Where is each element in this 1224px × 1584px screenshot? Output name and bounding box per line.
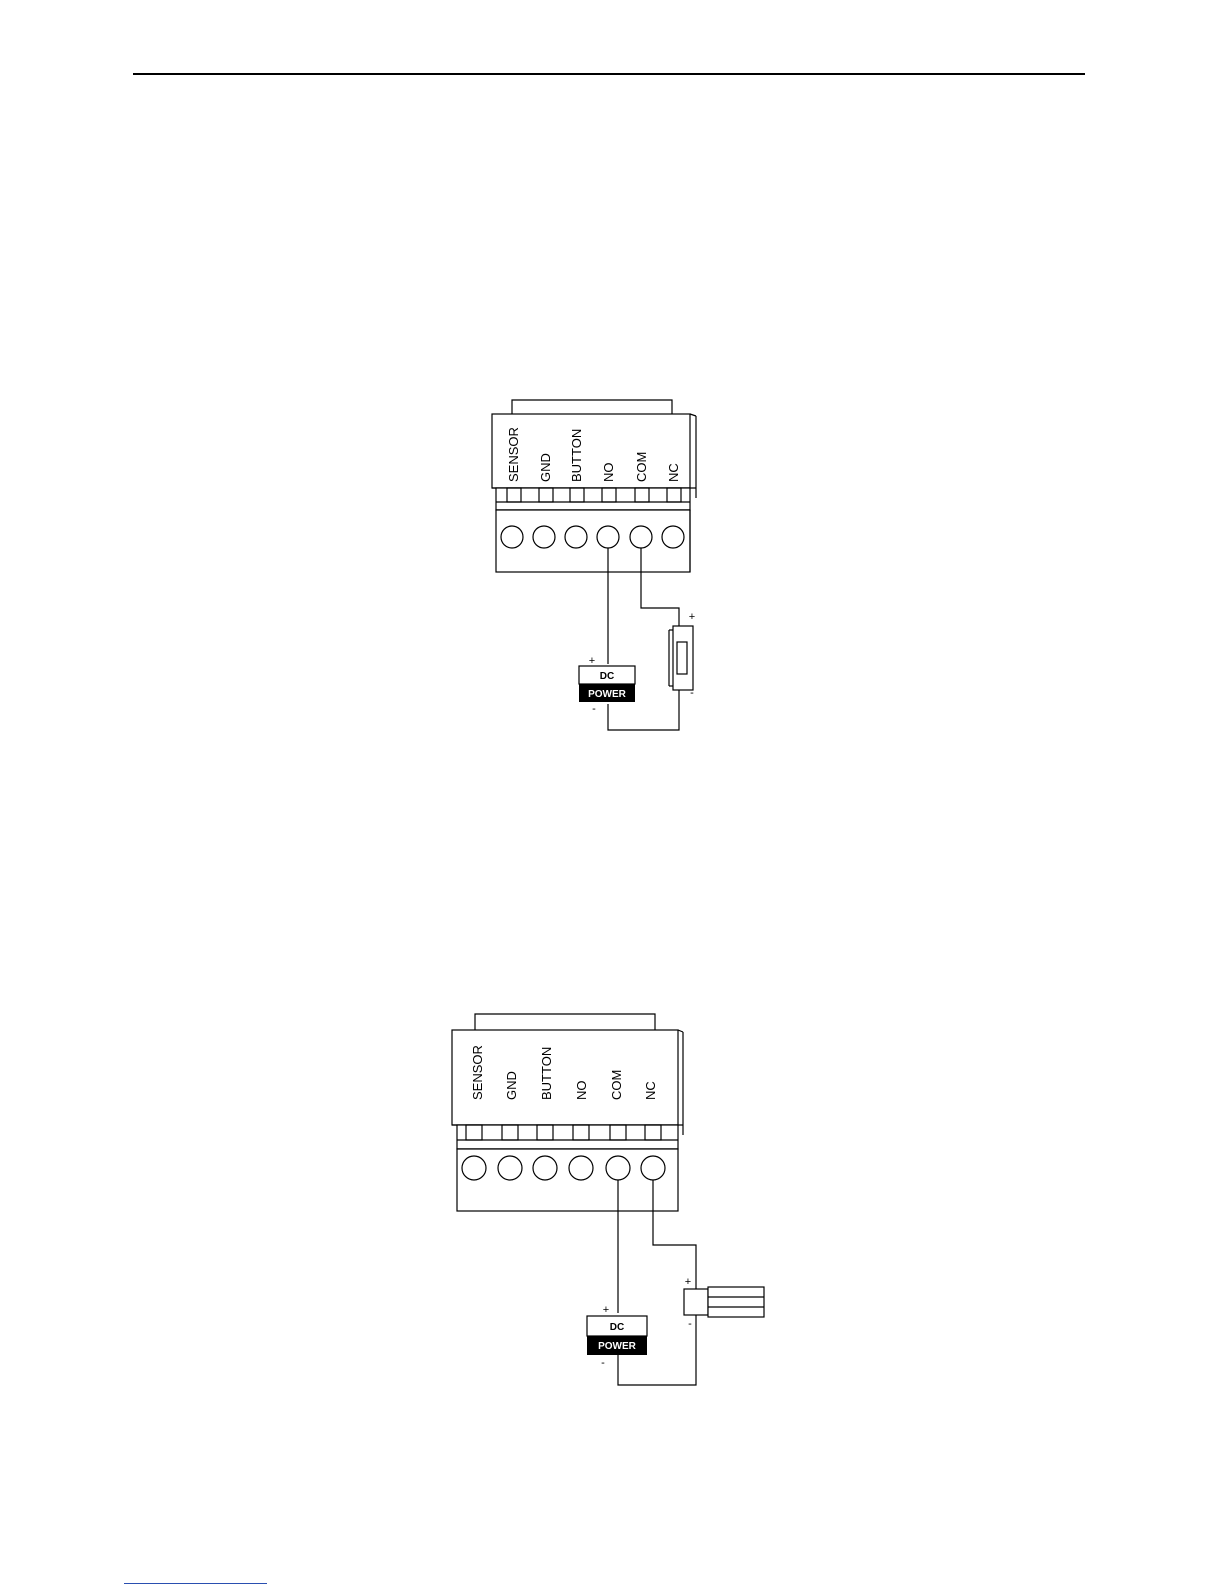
dc-power-supply: DC POWER + - [587, 1304, 647, 1369]
terminal-label-com: COM [609, 1070, 624, 1100]
lock-plus-label: + [685, 1276, 691, 1288]
lock-minus-label: - [688, 1318, 692, 1330]
terminal-label-sensor: SENSOR [470, 1045, 485, 1100]
power-label: POWER [588, 689, 627, 700]
door-lock: + - [669, 611, 695, 699]
dc-power-supply: DC POWER + - [579, 655, 635, 715]
terminal-label-nc: NC [666, 463, 681, 482]
dc-label: DC [610, 1322, 624, 1333]
power-plus-label: + [603, 1304, 609, 1316]
lock-plus-label: + [689, 611, 695, 623]
power-minus-label: - [601, 1357, 605, 1369]
terminal-label-sensor: SENSOR [506, 427, 521, 482]
terminal-label-button: BUTTON [569, 429, 584, 482]
wiring-diagram-no: SENSOR GND BUTTON NO COM NC DC POWER + -… [480, 390, 720, 740]
wires [608, 548, 679, 730]
power-label: POWER [598, 1341, 637, 1352]
power-minus-label: - [592, 703, 596, 715]
terminal-block-housing [452, 1014, 683, 1211]
terminal-label-gnd: GND [538, 453, 553, 482]
lock-minus-label: - [690, 687, 694, 699]
header-rule [133, 73, 1085, 75]
terminal-label-no: NO [601, 463, 616, 483]
wiring-diagram-nc: SENSOR GND BUTTON NO COM NC DC POWER + -… [440, 1005, 780, 1395]
terminal-label-com: COM [634, 452, 649, 482]
terminal-label-nc: NC [643, 1081, 658, 1100]
terminal-label-gnd: GND [504, 1071, 519, 1100]
power-plus-label: + [589, 655, 595, 667]
terminal-label-button: BUTTON [539, 1047, 554, 1100]
terminal-block-housing [492, 400, 696, 572]
dc-label: DC [600, 671, 614, 682]
terminal-label-no: NO [574, 1081, 589, 1101]
